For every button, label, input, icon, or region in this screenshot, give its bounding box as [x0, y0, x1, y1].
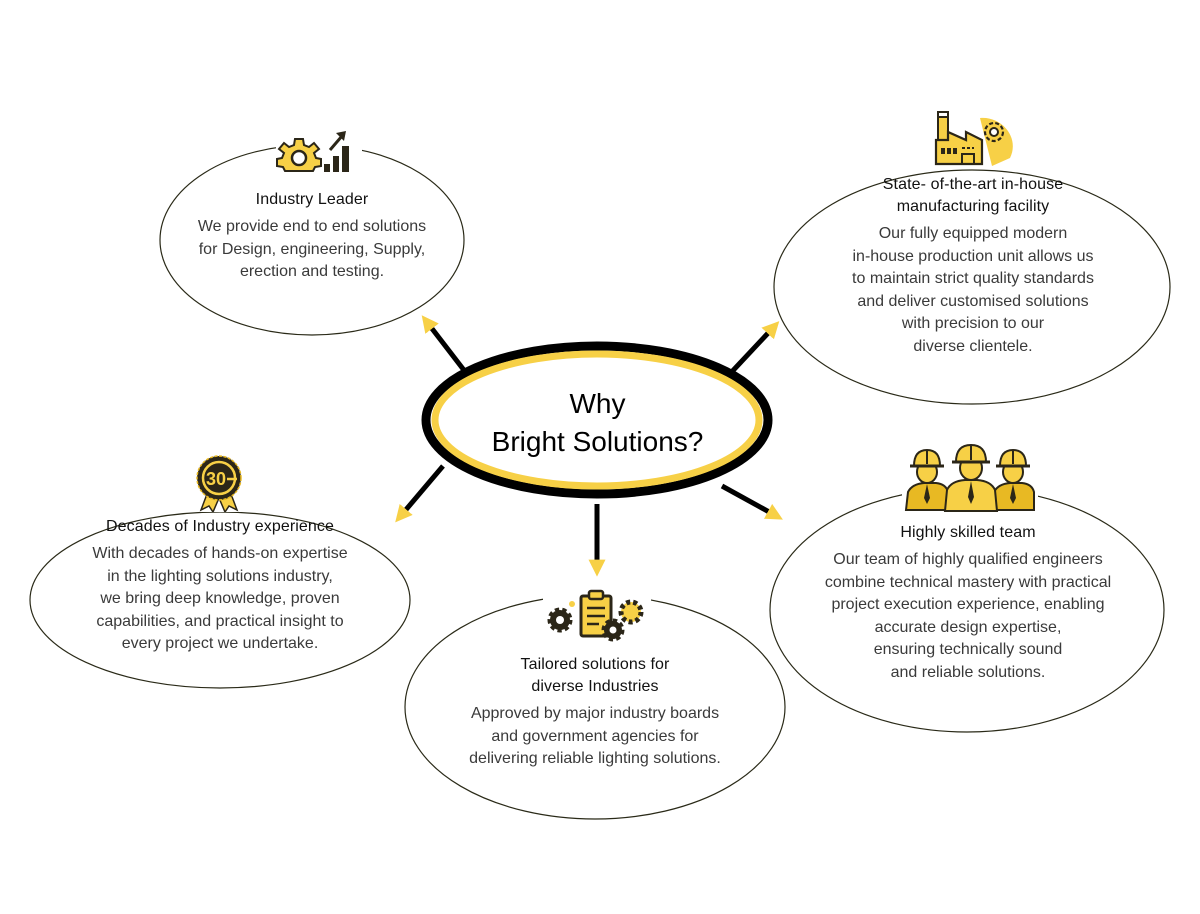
node-body-line: every project we undertake. [121, 635, 319, 652]
node-body-line: to maintain strict quality standards [852, 270, 1094, 287]
node-title: Tailored solutions for diverse Industrie… [405, 654, 785, 698]
center-title-line: Bright Solutions? [491, 426, 704, 457]
node-body-line: we bring deep knowledge, proven [100, 590, 340, 607]
node-body-line: capabilities, and practical insight to [96, 612, 344, 630]
30-years-badge-icon: 30 [191, 454, 247, 514]
node-body-line: We provide end to end solutions [197, 218, 427, 235]
connector-industry-experience [395, 464, 445, 523]
badge-number: 30 [206, 469, 226, 489]
clipboard-gears-icon [543, 588, 651, 644]
node-title-line: diverse Industries [531, 678, 659, 695]
node-body-line: ensuring technically sound [873, 641, 1063, 658]
node-body-line: Approved by major industry boards [470, 705, 720, 722]
node-description: With decades of hands-on expertise in th… [30, 543, 410, 656]
node-body-line: erection and testing. [239, 263, 385, 280]
node-title: Highly skilled team [771, 522, 1165, 544]
center-hub-inner-ring [431, 350, 763, 490]
center-title: Why Bright Solutions? [430, 385, 765, 461]
node-body-line: Our team of highly qualified engineers [833, 551, 1103, 568]
node-title-line: Tailored solutions for [520, 656, 670, 673]
node-body-line: Our fully equipped modern [878, 225, 1068, 242]
node-description: We provide end to end solutions for Desi… [162, 216, 462, 284]
factory-gear-icon [932, 108, 1022, 168]
node-title-line: Highly skilled team [900, 524, 1036, 541]
bubble-manufacturing-facility [773, 169, 1171, 405]
gear-growth-chart-icon [276, 128, 362, 178]
node-body-line: and deliver customised solutions [857, 292, 1089, 310]
node-industry-leader: Industry Leader We provide end to end so… [162, 189, 462, 284]
node-body-line: in the lighting solutions industry, [107, 567, 333, 585]
node-skilled-team: Highly skilled team Our team of highly q… [771, 522, 1165, 684]
node-title-line: manufacturing facility [896, 198, 1050, 215]
node-title-line: State- of-the-art in-house [882, 176, 1064, 193]
node-title: Industry Leader [162, 189, 462, 211]
node-industry-experience: Decades of Industry experience With deca… [30, 516, 410, 656]
node-title-line: Decades of Industry experience [105, 518, 334, 535]
node-body-line: and government agencies for [491, 727, 699, 745]
node-manufacturing-facility: State- of-the-art in-house manufacturing… [776, 174, 1170, 358]
connector-skilled-team [720, 483, 783, 520]
node-title-line: Industry Leader [255, 191, 369, 208]
node-body-line: for Design, engineering, Supply, [198, 240, 426, 258]
engineers-team-icon [902, 443, 1038, 512]
center-title-line: Why [569, 388, 626, 419]
node-tailored-solutions: Tailored solutions for diverse Industrie… [405, 654, 785, 771]
node-description: Our team of highly qualified engineers c… [771, 549, 1165, 684]
node-description: Approved by major industry boards and go… [405, 703, 785, 771]
node-body-line: and reliable solutions. [890, 663, 1046, 681]
node-body-line: with precision to our [901, 315, 1045, 332]
node-body-line: combine technical mastery with practical [824, 573, 1112, 591]
node-title: Decades of Industry experience [30, 516, 410, 538]
node-body-line: With decades of hands-on expertise [92, 545, 348, 562]
node-description: Our fully equipped modern in-house produ… [776, 223, 1170, 358]
node-title: State- of-the-art in-house manufacturing… [776, 174, 1170, 218]
node-body-line: in-house production unit allows us [852, 247, 1094, 265]
node-body-line: accurate design expertise, [874, 618, 1062, 636]
node-body-line: diverse clientele. [913, 337, 1033, 355]
bubble-industry-experience [29, 511, 411, 689]
node-body-line: project execution experience, enabling [831, 596, 1105, 613]
node-body-line: delivering reliable lighting solutions. [469, 750, 721, 767]
